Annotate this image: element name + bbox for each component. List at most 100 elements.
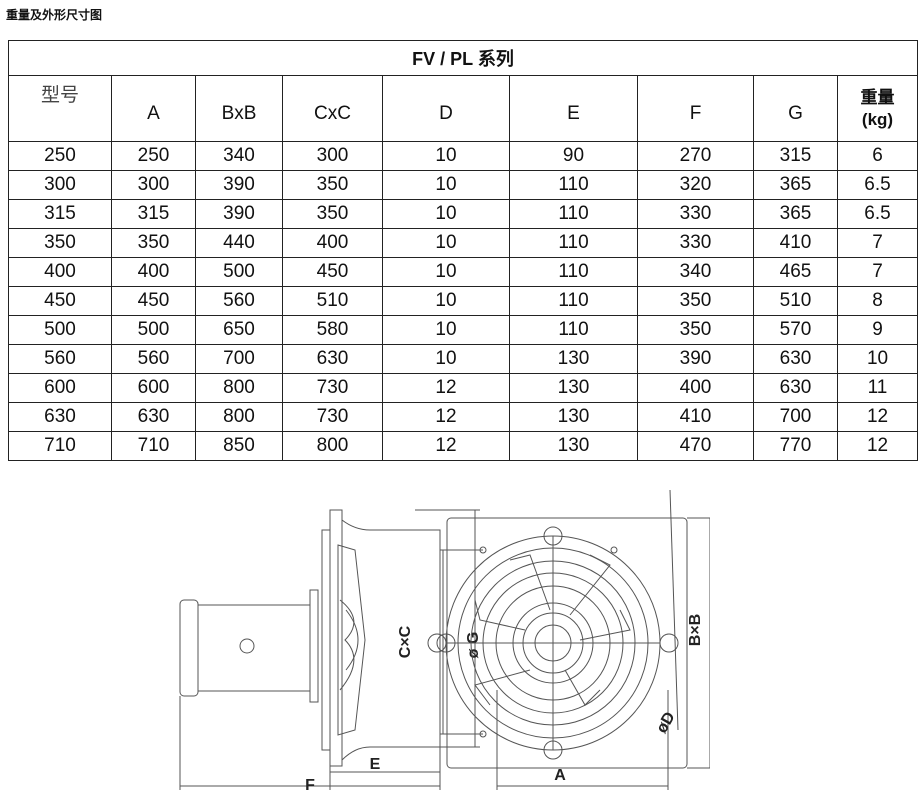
table-title: FV / PL 系列 bbox=[7, 40, 919, 76]
label-cxc: C×C bbox=[397, 625, 414, 658]
table-cell: 470 bbox=[637, 431, 754, 461]
table-cell: 320 bbox=[637, 170, 754, 200]
table-cell: 12 bbox=[382, 402, 510, 432]
dimensions-table: FV / PL 系列 型号 A BxB CxC D E F G 重量(kg) 2… bbox=[7, 40, 919, 461]
table-cell: 10 bbox=[382, 315, 510, 345]
table-cell: 11 bbox=[836, 373, 919, 403]
label-e: E bbox=[370, 756, 381, 773]
table-cell: 630 bbox=[8, 402, 112, 432]
table-cell: 130 bbox=[509, 431, 638, 461]
table-cell: 10 bbox=[382, 257, 510, 287]
fan-drawing: ø G E F C×C B×B øD A bbox=[179, 490, 710, 790]
table-cell: 10 bbox=[382, 170, 510, 200]
table-cell: 800 bbox=[282, 431, 383, 461]
table-cell: 340 bbox=[195, 141, 283, 171]
table-cell: 6.5 bbox=[836, 170, 919, 200]
table-cell: 390 bbox=[195, 170, 283, 200]
table-cell: 630 bbox=[753, 344, 838, 374]
side-view bbox=[179, 509, 480, 790]
table-cell: 700 bbox=[195, 344, 283, 374]
table-cell: 450 bbox=[111, 286, 196, 316]
table-cell: 250 bbox=[8, 141, 112, 171]
table-cell: 400 bbox=[637, 373, 754, 403]
label-d: øD bbox=[653, 709, 678, 736]
table-cell: 500 bbox=[8, 315, 112, 345]
table-cell: 9 bbox=[836, 315, 919, 345]
table-cell: 800 bbox=[195, 402, 283, 432]
table-cell: 850 bbox=[195, 431, 283, 461]
table-cell: 7 bbox=[836, 228, 919, 258]
header-bxb: BxB bbox=[195, 75, 283, 142]
table-cell: 450 bbox=[8, 286, 112, 316]
header-weight-unit: (kg) bbox=[861, 109, 894, 129]
table-cell: 630 bbox=[282, 344, 383, 374]
header-a: A bbox=[111, 75, 196, 142]
page-heading: 重量及外形尺寸图 bbox=[6, 8, 103, 22]
table-cell: 350 bbox=[637, 286, 754, 316]
table-cell: 110 bbox=[509, 257, 638, 287]
table-cell: 770 bbox=[753, 431, 838, 461]
table-cell: 500 bbox=[111, 315, 196, 345]
table-cell: 450 bbox=[282, 257, 383, 287]
header-f: F bbox=[637, 75, 754, 142]
table-cell: 270 bbox=[637, 141, 754, 171]
table-cell: 300 bbox=[282, 141, 383, 171]
table-cell: 250 bbox=[111, 141, 196, 171]
table-cell: 10 bbox=[382, 344, 510, 374]
table-cell: 350 bbox=[282, 170, 383, 200]
table-cell: 390 bbox=[195, 199, 283, 229]
table-cell: 8 bbox=[836, 286, 919, 316]
table-cell: 365 bbox=[753, 199, 838, 229]
table-cell: 10 bbox=[836, 344, 919, 374]
table-cell: 700 bbox=[753, 402, 838, 432]
table-cell: 570 bbox=[753, 315, 838, 345]
table-cell: 440 bbox=[195, 228, 283, 258]
table-cell: 510 bbox=[753, 286, 838, 316]
table-cell: 110 bbox=[509, 315, 638, 345]
table-cell: 6 bbox=[836, 141, 919, 171]
table-cell: 315 bbox=[753, 141, 838, 171]
table-cell: 350 bbox=[637, 315, 754, 345]
table-cell: 710 bbox=[8, 431, 112, 461]
header-weight-label: 重量 bbox=[860, 87, 895, 107]
label-bxb: B×B bbox=[687, 614, 704, 646]
table-cell: 90 bbox=[509, 141, 638, 171]
table-cell: 730 bbox=[282, 402, 383, 432]
table-cell: 315 bbox=[111, 199, 196, 229]
table-cell: 365 bbox=[753, 170, 838, 200]
table-cell: 400 bbox=[282, 228, 383, 258]
table-cell: 10 bbox=[382, 286, 510, 316]
table-cell: 710 bbox=[111, 431, 196, 461]
header-e: E bbox=[509, 75, 638, 142]
table-cell: 630 bbox=[753, 373, 838, 403]
table-cell: 6.5 bbox=[836, 199, 919, 229]
table-cell: 12 bbox=[382, 373, 510, 403]
table-cell: 330 bbox=[637, 228, 754, 258]
table-cell: 7 bbox=[836, 257, 919, 287]
table-cell: 300 bbox=[8, 170, 112, 200]
table-cell: 110 bbox=[509, 170, 638, 200]
table-cell: 465 bbox=[753, 257, 838, 287]
table-cell: 12 bbox=[382, 431, 510, 461]
header-weight: 重量(kg) bbox=[836, 75, 919, 142]
table-cell: 110 bbox=[509, 228, 638, 258]
table-cell: 12 bbox=[836, 431, 919, 461]
table-cell: 350 bbox=[282, 199, 383, 229]
label-g: ø G bbox=[465, 632, 482, 659]
table-cell: 410 bbox=[637, 402, 754, 432]
table-cell: 650 bbox=[195, 315, 283, 345]
table-cell: 10 bbox=[382, 199, 510, 229]
table-cell: 330 bbox=[637, 199, 754, 229]
table-cell: 12 bbox=[836, 402, 919, 432]
table-cell: 350 bbox=[8, 228, 112, 258]
table-cell: 600 bbox=[111, 373, 196, 403]
table-cell: 560 bbox=[195, 286, 283, 316]
